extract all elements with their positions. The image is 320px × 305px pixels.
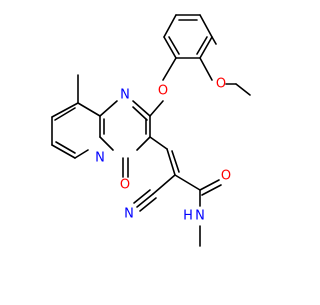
bond xyxy=(136,193,154,208)
molecule-svg: O O N N O N O N H xyxy=(51,14,251,247)
bond xyxy=(199,36,213,59)
bond xyxy=(132,106,148,121)
bond xyxy=(51,102,79,118)
atom-label-nitrile-nitrogen: N xyxy=(124,207,134,222)
bond xyxy=(55,141,76,154)
bond xyxy=(54,107,76,121)
bond xyxy=(199,57,213,81)
bond xyxy=(132,100,151,117)
bond xyxy=(51,144,76,159)
atom-label-ether-oxygen: O xyxy=(158,84,168,99)
bond xyxy=(162,57,177,81)
atom-label-carbonyl-oxygen: O xyxy=(120,178,130,193)
molecule-structure: O O N N O N O N H xyxy=(51,14,251,247)
atom-label-layer: O O N N O N O N H xyxy=(95,77,231,224)
bond xyxy=(133,189,151,204)
bond xyxy=(163,36,177,59)
bond xyxy=(235,83,251,96)
bond xyxy=(163,14,177,38)
bond xyxy=(199,14,213,38)
atom-label-ring-nitrogen-upper: N xyxy=(120,88,130,103)
atom-label-amide-oxygen: O xyxy=(221,169,231,184)
bond xyxy=(174,174,201,191)
bond-layer xyxy=(51,14,251,247)
bond xyxy=(152,174,176,195)
bond xyxy=(149,100,164,117)
bond xyxy=(211,36,217,45)
bond xyxy=(77,102,101,117)
bond xyxy=(74,149,89,159)
bond xyxy=(99,100,118,117)
bond xyxy=(171,150,180,173)
bond-inner xyxy=(168,36,180,55)
atom-label-methoxy-oxygen: O xyxy=(216,77,226,92)
bond xyxy=(139,197,157,212)
atom-label-amide-hydrogen: H xyxy=(183,209,193,224)
bond xyxy=(99,136,114,151)
atom-label-amide-nitrogen: N xyxy=(195,209,205,224)
bond xyxy=(201,184,222,196)
bond-inner xyxy=(196,36,208,55)
bond xyxy=(199,179,220,191)
bond xyxy=(136,136,151,151)
bond xyxy=(149,136,168,150)
atom-label-ring-nitrogen-bridge: N xyxy=(95,151,105,166)
bond xyxy=(166,148,176,176)
